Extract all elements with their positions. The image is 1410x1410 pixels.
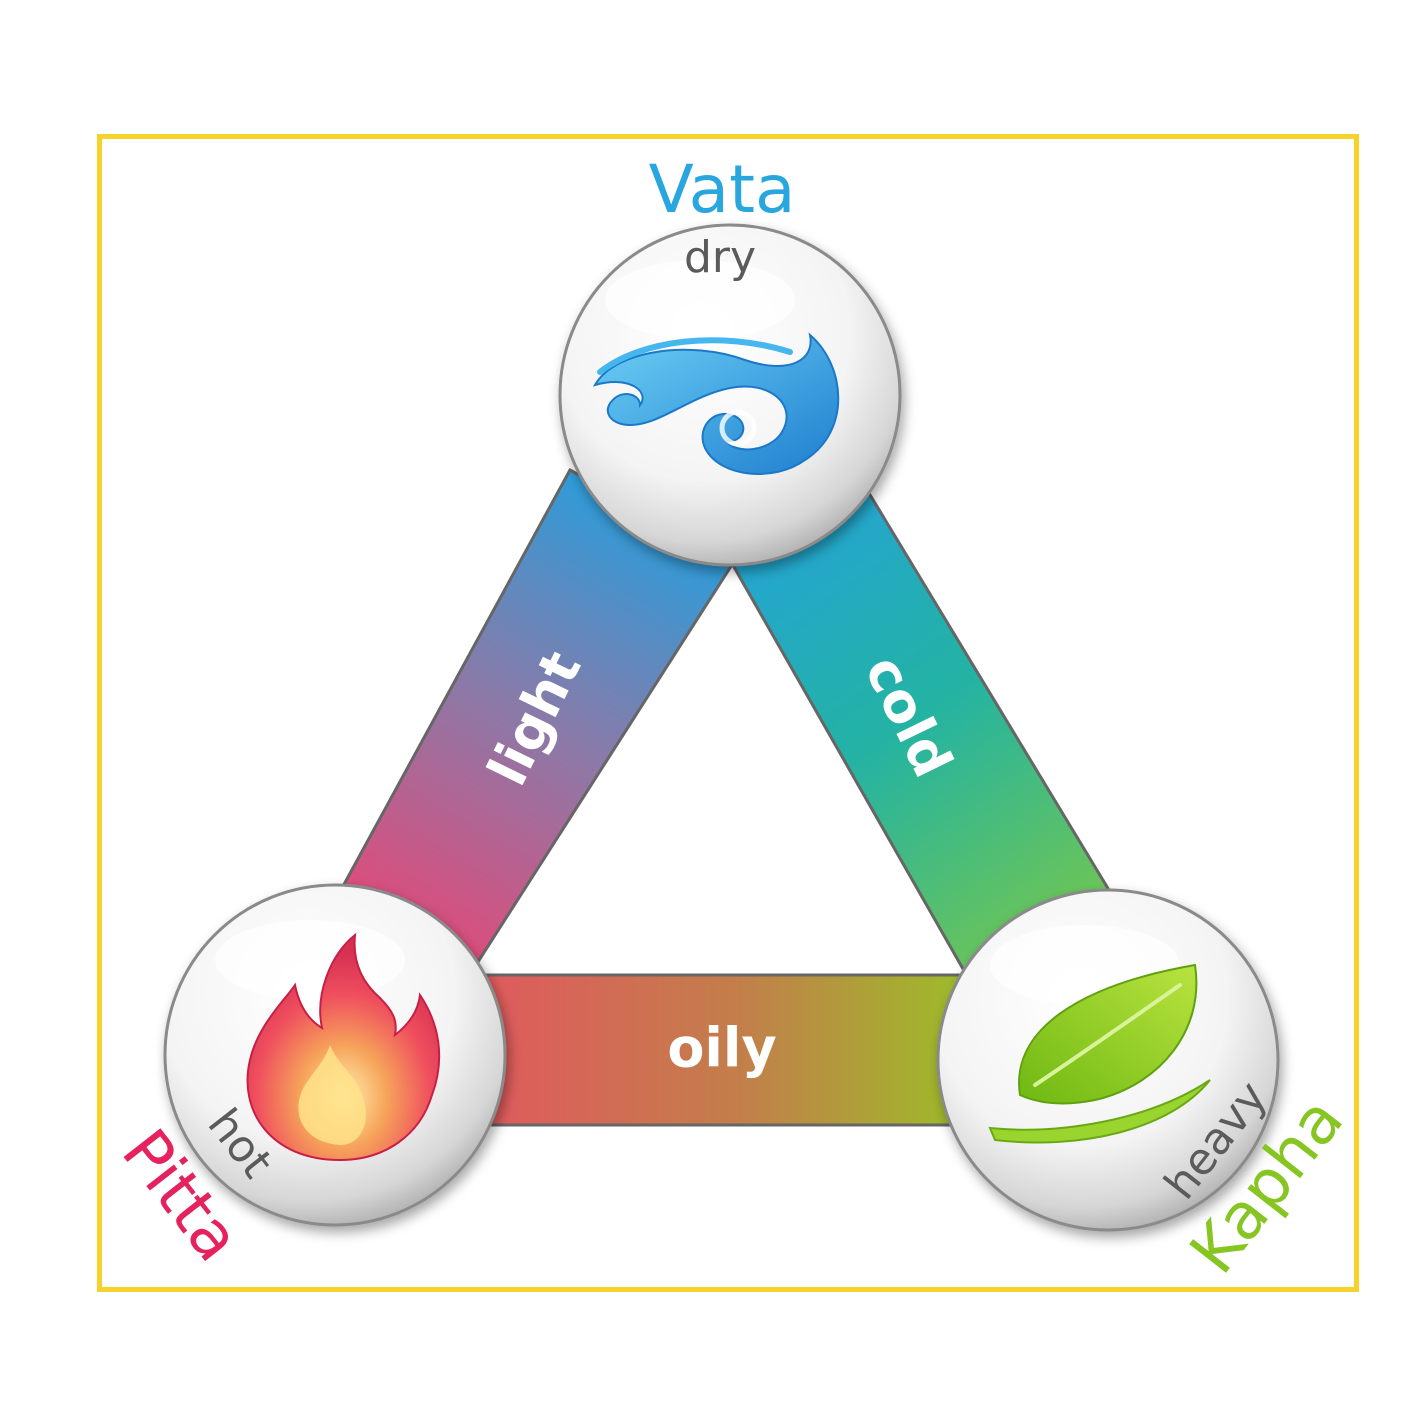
vata-quality: dry (684, 232, 756, 283)
band-label-oily: oily (667, 1017, 776, 1080)
yellow-frame (97, 134, 1359, 1292)
band-oily (438, 973, 1002, 1127)
vata-node: dry (558, 223, 902, 567)
vata-name: Vata (649, 151, 796, 228)
pitta-node: hot (163, 883, 507, 1227)
kapha-node: heavy (936, 888, 1280, 1232)
wind-icon (592, 332, 840, 475)
flame-icon (246, 932, 441, 1162)
leaf-icon (988, 963, 1211, 1144)
